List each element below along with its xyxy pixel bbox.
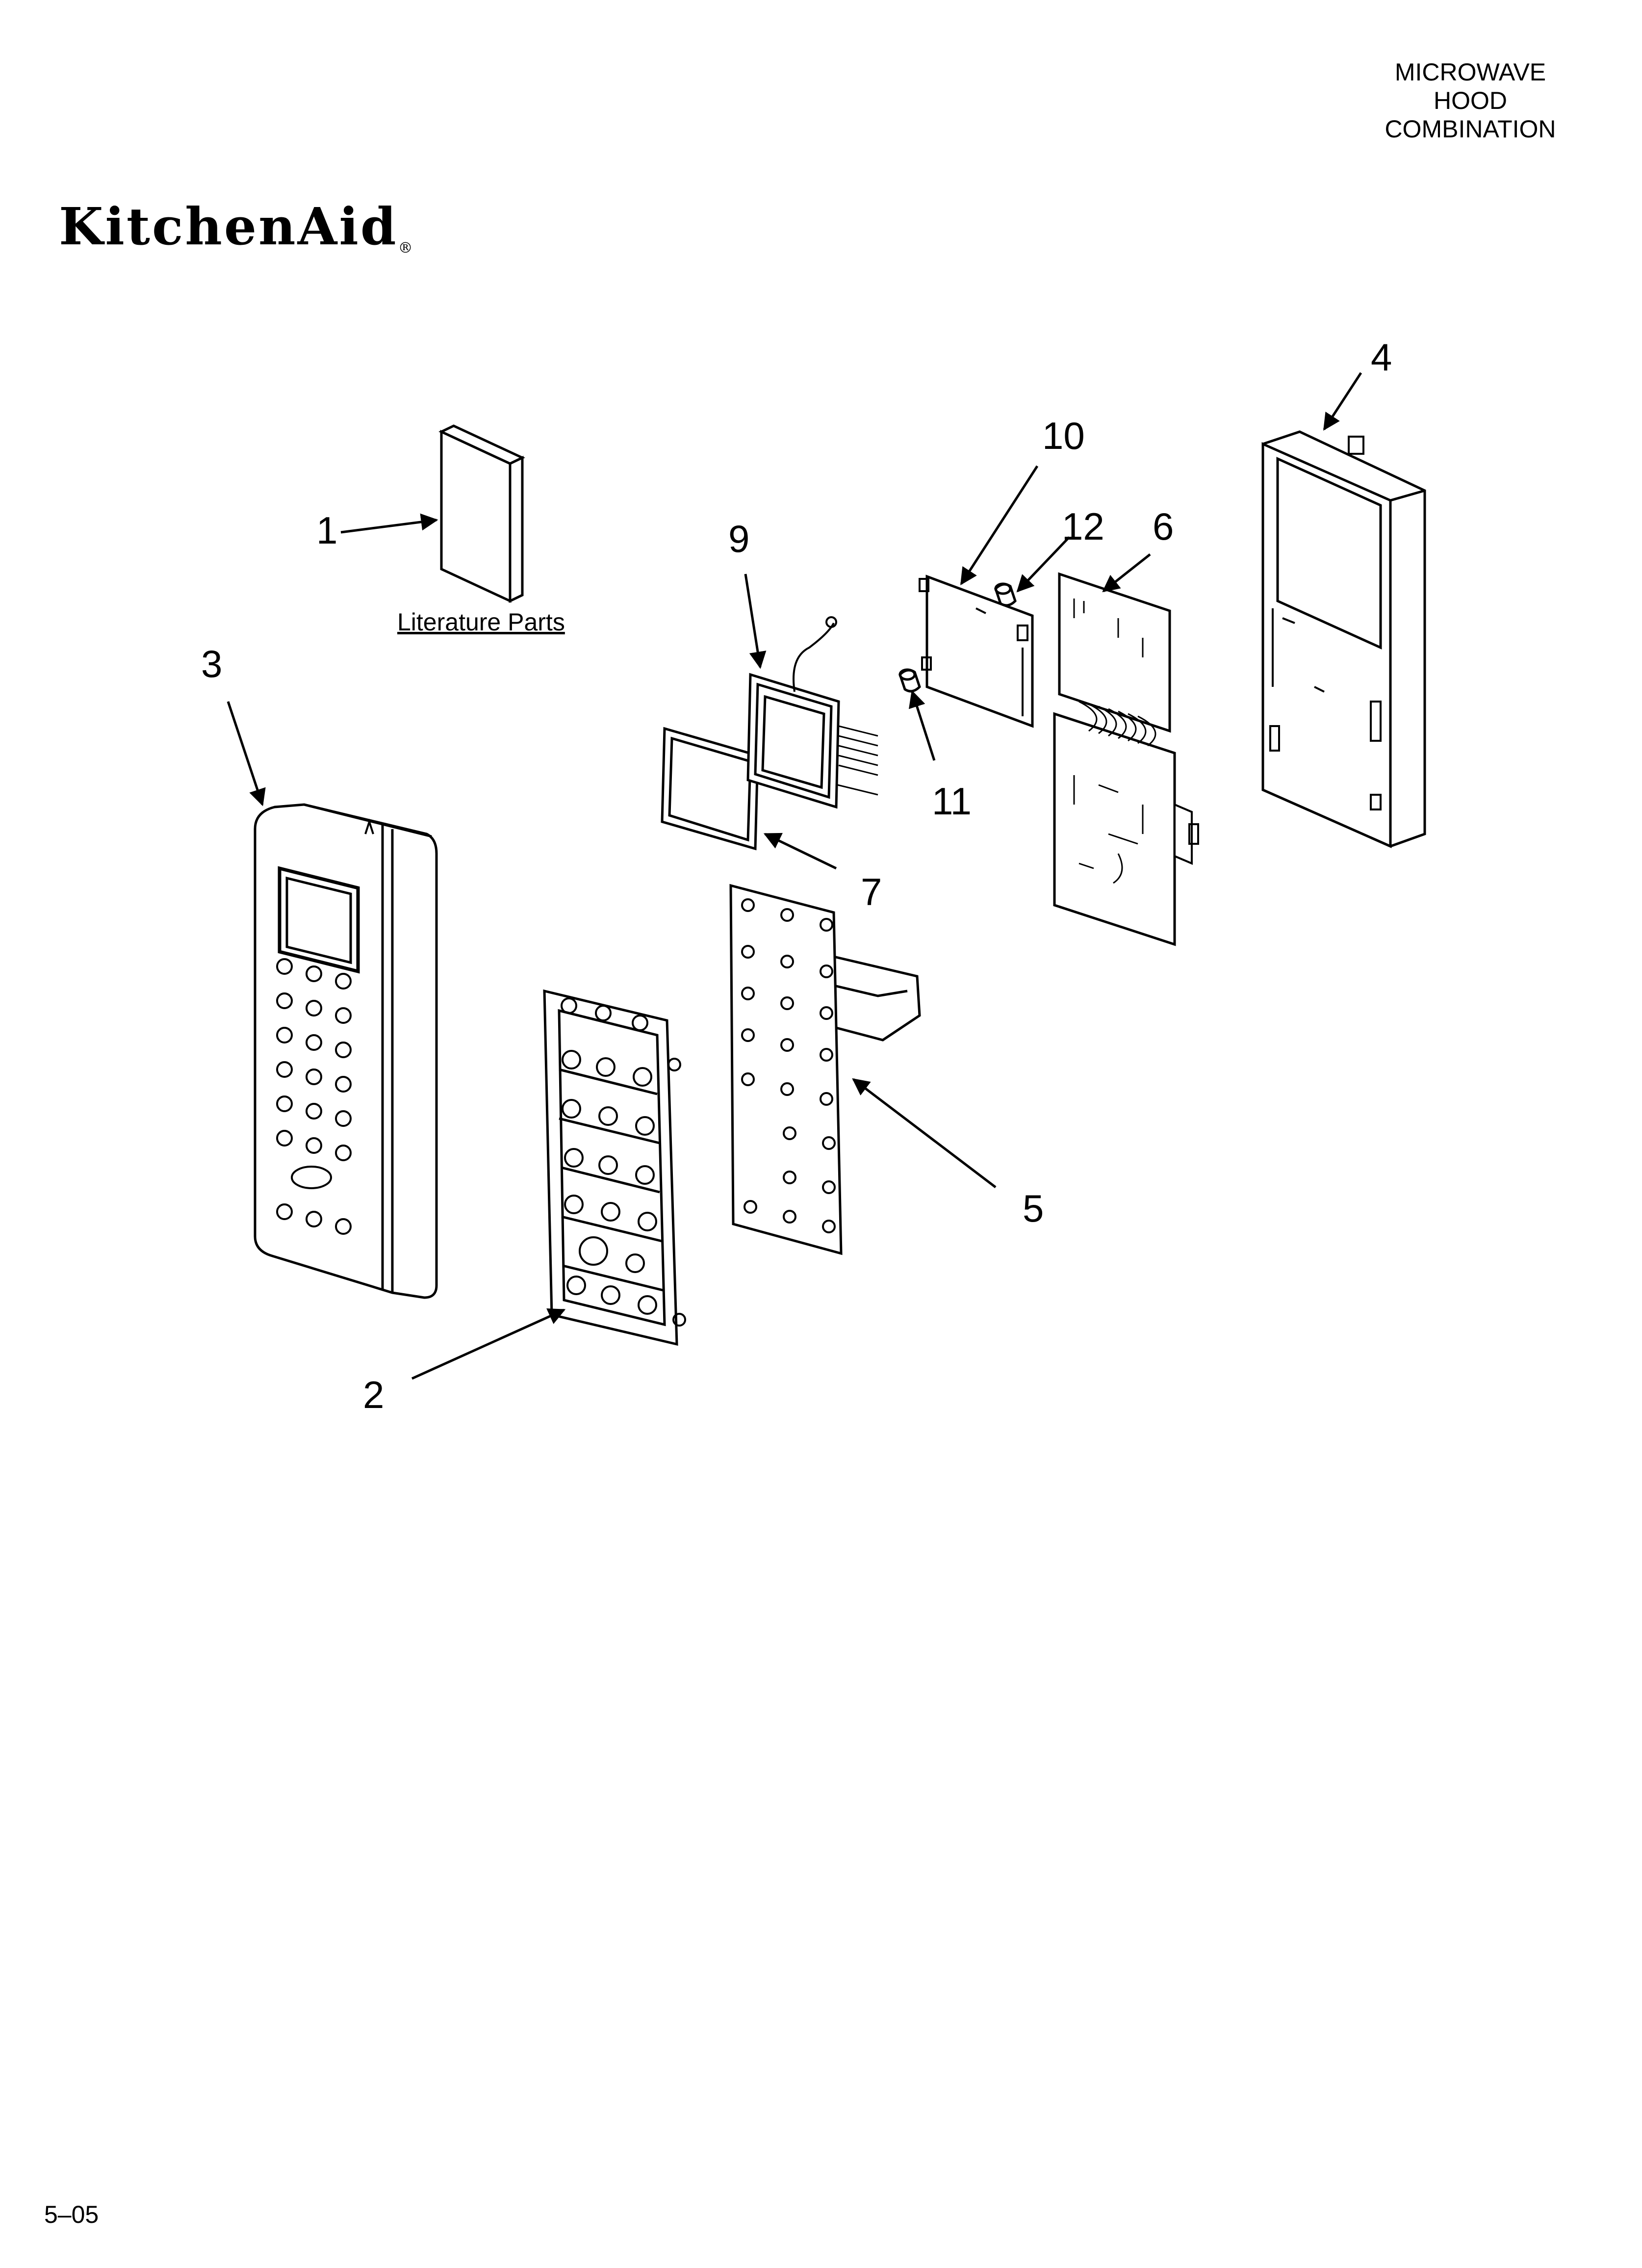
part-3-button-grid [276,958,352,1235]
callout-11: 11 [932,780,972,823]
callout-7: 7 [861,870,882,913]
literature-parts-label: Literature Parts [397,608,565,636]
header-line-1: MICROWAVE [1394,58,1546,86]
leader-lines [227,372,1362,1380]
callout-9: 9 [728,517,749,560]
part-12-knob [994,582,1017,607]
part-2-keypad-frame [543,989,686,1346]
brand-name: KitchenAid [59,196,398,257]
registered-mark: ® [398,239,415,257]
part-5-membrane-switch [729,884,921,1255]
callout-5: 5 [1023,1187,1044,1230]
part-3-control-panel [254,803,438,1299]
callout-6: 6 [1153,505,1174,548]
footer-date-code: 5–05 [44,2201,99,2228]
diagram-header: MICROWAVE HOOD COMBINATION [1367,58,1573,143]
part-6-control-boards [1053,572,1199,946]
callout-12: 12 [1062,505,1104,548]
part-4-housing [1261,430,1426,848]
part-11-knob [898,668,921,693]
part-7-display-window [661,727,759,851]
part-9-display [746,616,878,809]
header-line-3: COMBINATION [1385,115,1556,143]
brand-logo: KitchenAid® [59,196,415,257]
callout-1: 1 [316,509,337,552]
header-line-2: HOOD [1434,87,1507,114]
part-1-literature-booklet [438,424,525,603]
callout-2: 2 [363,1373,384,1416]
callout-10: 10 [1042,414,1085,457]
part-10-board [919,574,1034,728]
callout-3: 3 [201,642,222,685]
callout-4: 4 [1371,336,1392,379]
